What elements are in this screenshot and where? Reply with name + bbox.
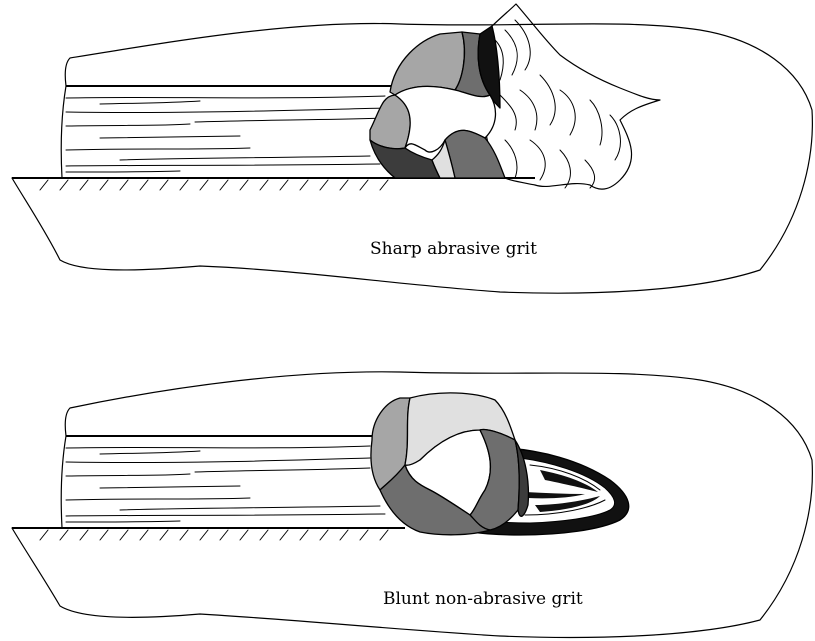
hatching-bottom	[40, 530, 388, 540]
caption-blunt: Blunt non-abrasive grit	[383, 589, 583, 609]
fractured-chip	[484, 4, 660, 189]
sharp-grit-panel: Sharp abrasive grit	[12, 4, 812, 293]
chip-layer-lines	[66, 446, 385, 522]
grit-segment-top-left	[390, 32, 464, 95]
chip-layer-lines	[66, 96, 385, 172]
sharp-grit	[370, 26, 505, 178]
blunt-grit-panel: Blunt non-abrasive grit	[12, 372, 812, 638]
grit-segment-right	[445, 130, 505, 178]
blunt-grit	[371, 393, 528, 535]
caption-sharp: Sharp abrasive grit	[370, 239, 537, 259]
hatching-top	[40, 180, 388, 190]
